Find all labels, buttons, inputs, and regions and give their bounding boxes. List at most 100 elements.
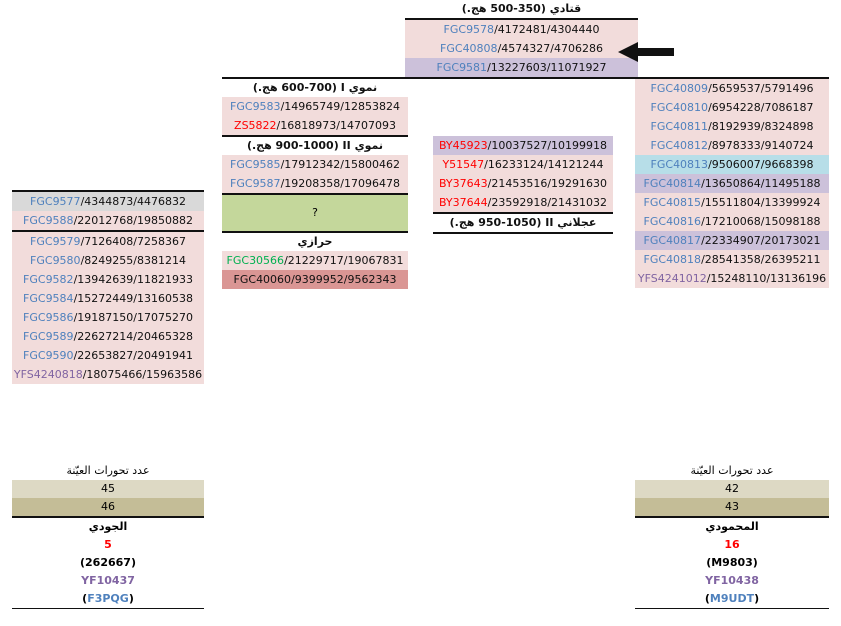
snp-id: FGC9577 (30, 195, 81, 208)
snp-pos: 14965749/12853824 (284, 100, 400, 113)
snp-pos: 5659537/5791496 (711, 82, 814, 95)
snp-row: FGC40816/17210068/15098188 (635, 212, 829, 231)
snp-row: FGC40811/8192939/8324898 (635, 117, 829, 136)
snp-row: FGC40813/9506007/9668398 (635, 155, 829, 174)
snp-id: Y51547 (442, 158, 485, 171)
snp-pos: 13942639/11821933 (77, 273, 193, 286)
snp-row: FGC9588/22012768/19850882 (12, 211, 204, 230)
left-stats: عدد تحورات العيّنة 45 46 الجودي 5 (26266… (12, 462, 204, 609)
ajlani-title: عجلاني II (950-1050 هج.) (449, 216, 597, 229)
snp-id: FGC30566 (226, 254, 285, 267)
snp-id: FGC9581 (436, 61, 488, 74)
snp-row: FGC40817/22334907/20173021 (635, 231, 829, 250)
sample-number: 5 (104, 538, 112, 551)
hurazi-title: حرازي (297, 235, 333, 248)
snp-id: FGC9584 (23, 292, 74, 305)
snp-id: FGC40813 (650, 158, 709, 171)
snp-row: FGC9579/7126408/7258367 (12, 232, 204, 251)
snp-row: FGC9590/22653827/20491941 (12, 346, 204, 365)
snp-pos: 8978333/9140724 (711, 139, 814, 152)
snp-pos: 9399952/9562343 (294, 273, 397, 286)
snp-row: FGC9578/4172481/4304440 (405, 20, 638, 39)
snp-id: FGC9582 (23, 273, 74, 286)
snp-id: YFS4241012 (637, 272, 707, 285)
snp-row: FGC9577/4344873/4476832 (12, 192, 204, 211)
snp-pos: 4172481/4304440 (497, 23, 600, 36)
numawi-block: نموي I (600-700 هج.) FGC9583/14965749/12… (222, 79, 408, 289)
snp-id: FGC40815 (643, 196, 702, 209)
left-block: FGC9577/4344873/4476832 FGC9588/22012768… (12, 192, 204, 384)
kit-id: (M9803) (706, 556, 758, 569)
snp-row: BY45923/10037527/10199918 (433, 136, 613, 155)
snp-row: BY37643/21453516/19291630 (433, 174, 613, 193)
snp-row: FGC40815/15511804/13399924 (635, 193, 829, 212)
snp-pos: 28541358/26395211 (704, 253, 821, 266)
snp-pos: 4344873/4476832 (84, 195, 186, 208)
snp-row: FGC40808/4574327/4706286 (405, 39, 638, 58)
snp-id: FGC40809 (650, 82, 709, 95)
snp-row: ZS5822/16818973/14707093 (222, 116, 408, 135)
snp-id: BY45923 (438, 139, 488, 152)
snp-pos: 19208358/17096478 (284, 177, 400, 190)
snp-pos: 7126408/7258367 (84, 235, 186, 248)
divider (635, 608, 829, 609)
snp-id: BY37643 (438, 177, 488, 190)
snp-id: FGC9587 (230, 177, 281, 190)
right-block: FGC40809/5659537/5791496 FGC40810/695422… (635, 79, 829, 288)
kit-code: (M9UDT) (635, 590, 829, 608)
snp-row: FGC9586/19187150/17075270 (12, 308, 204, 327)
snp-pos: 17912342/15800462 (284, 158, 400, 171)
snp-id: FGC9589 (23, 330, 74, 343)
snp-pos: 6954228/7086187 (711, 101, 814, 114)
snp-id: FGC9586 (23, 311, 74, 324)
snp-row: FGC30566/21229717/19067831 (222, 251, 408, 270)
snp-id: FGC40810 (650, 101, 709, 114)
snp-row: FGC9582/13942639/11821933 (12, 270, 204, 289)
count-value: 46 (12, 498, 204, 516)
sample-count-title: عدد تحورات العيّنة (690, 464, 774, 477)
snp-pos: 21453516/19291630 (491, 177, 608, 190)
left-arrow-icon (618, 42, 674, 62)
branch-line (222, 77, 829, 79)
qatadi-title: قتادي (350-500 هج.) (461, 2, 582, 15)
snp-id: YFS4240818 (13, 368, 83, 381)
divider (222, 193, 408, 195)
snp-row: FGC9587/19208358/17096478 (222, 174, 408, 193)
snp-row: YFS4240818/18075466/15963586 (12, 365, 204, 384)
count-value: 42 (635, 480, 829, 498)
paren: ) (754, 592, 760, 605)
snp-pos: 16818973/14707093 (280, 119, 396, 132)
divider (433, 212, 613, 214)
snp-pos: 16233124/14121244 (487, 158, 604, 171)
snp-row: FGC9584/15272449/13160538 (12, 289, 204, 308)
numawi1-title: نموي I (600-700 هج.) (252, 81, 378, 94)
snp-row: FGC40818/28541358/26395211 (635, 250, 829, 269)
snp-row: FGC40060/9399952/9562343 (222, 270, 408, 289)
divider (433, 232, 613, 234)
snp-pos: 22334907/20173021 (704, 234, 821, 247)
snp-pos: 23592918/21431032 (491, 196, 608, 209)
qatadi-block: قتادي (350-500 هج.) FGC9578/4172481/4304… (405, 0, 638, 77)
snp-pos: 22012768/19850882 (77, 214, 193, 227)
snp-pos: 8249255/8381214 (84, 254, 186, 267)
snp-pos: 17210068/15098188 (704, 215, 821, 228)
snp-id: FGC40818 (643, 253, 702, 266)
snp-id: FGC40814 (643, 177, 702, 190)
snp-id: FGC40060 (233, 273, 292, 286)
snp-pos: 19187150/17075270 (77, 311, 193, 324)
snp-row: FGC40809/5659537/5791496 (635, 79, 829, 98)
snp-id: FGC9580 (30, 254, 81, 267)
paren: ) (128, 592, 134, 605)
snp-row: BY37644/23592918/21431032 (433, 193, 613, 212)
snp-pos: 22627214/20465328 (77, 330, 193, 343)
sample-number: 16 (724, 538, 740, 551)
snp-pos: 15511804/13399924 (704, 196, 821, 209)
sample-count-title: عدد تحورات العيّنة (66, 464, 150, 477)
snp-id: FGC9579 (30, 235, 81, 248)
snp-id: FGC40812 (650, 139, 709, 152)
snp-row: Y51547/16233124/14121244 (433, 155, 613, 174)
divider (222, 231, 408, 233)
snp-pos: 13227603/11071927 (490, 61, 607, 74)
snp-id: FGC40808 (440, 42, 498, 55)
kit-id: (262667) (80, 556, 136, 569)
